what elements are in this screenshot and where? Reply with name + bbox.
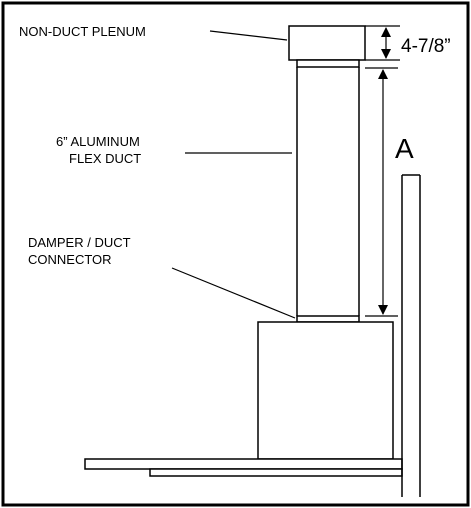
dimension-a-label: A <box>395 133 414 164</box>
damper-label-line2: CONNECTOR <box>28 252 112 267</box>
plenum-leader <box>209 30 288 41</box>
damper-leader <box>171 267 296 319</box>
canopy-top-plate <box>84 458 403 470</box>
duct-label-line1: 6” ALUMINUM <box>56 134 140 149</box>
damper-label-line1: DAMPER / DUCT <box>28 235 131 250</box>
plenum-box <box>288 25 366 61</box>
duct-top-collar <box>296 59 360 68</box>
plenum-height-label: 4-7/8” <box>401 36 451 57</box>
canopy-bottom-plate <box>149 468 403 477</box>
damper-connector <box>296 315 360 323</box>
duct-label-line2: FLEX DUCT <box>69 151 141 166</box>
chimney-box <box>257 321 394 460</box>
plenum-label: NON-DUCT PLENUM <box>19 24 146 39</box>
